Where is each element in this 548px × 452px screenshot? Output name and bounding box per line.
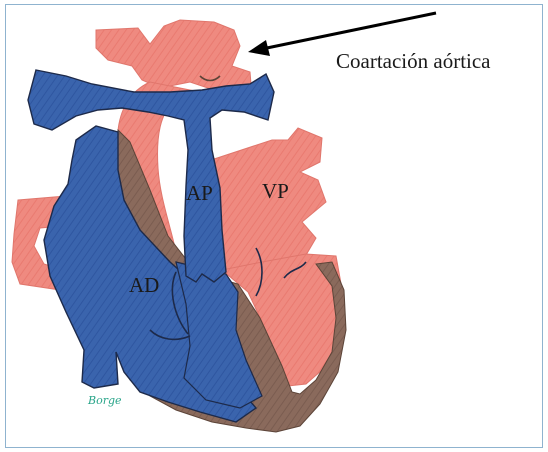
label-ad: AD bbox=[129, 273, 159, 297]
author-signature: Borge bbox=[87, 394, 122, 407]
label-ap: AP bbox=[186, 181, 213, 205]
coarctation-label: Coartación aórtica bbox=[336, 49, 491, 73]
label-vp: VP bbox=[262, 179, 289, 203]
